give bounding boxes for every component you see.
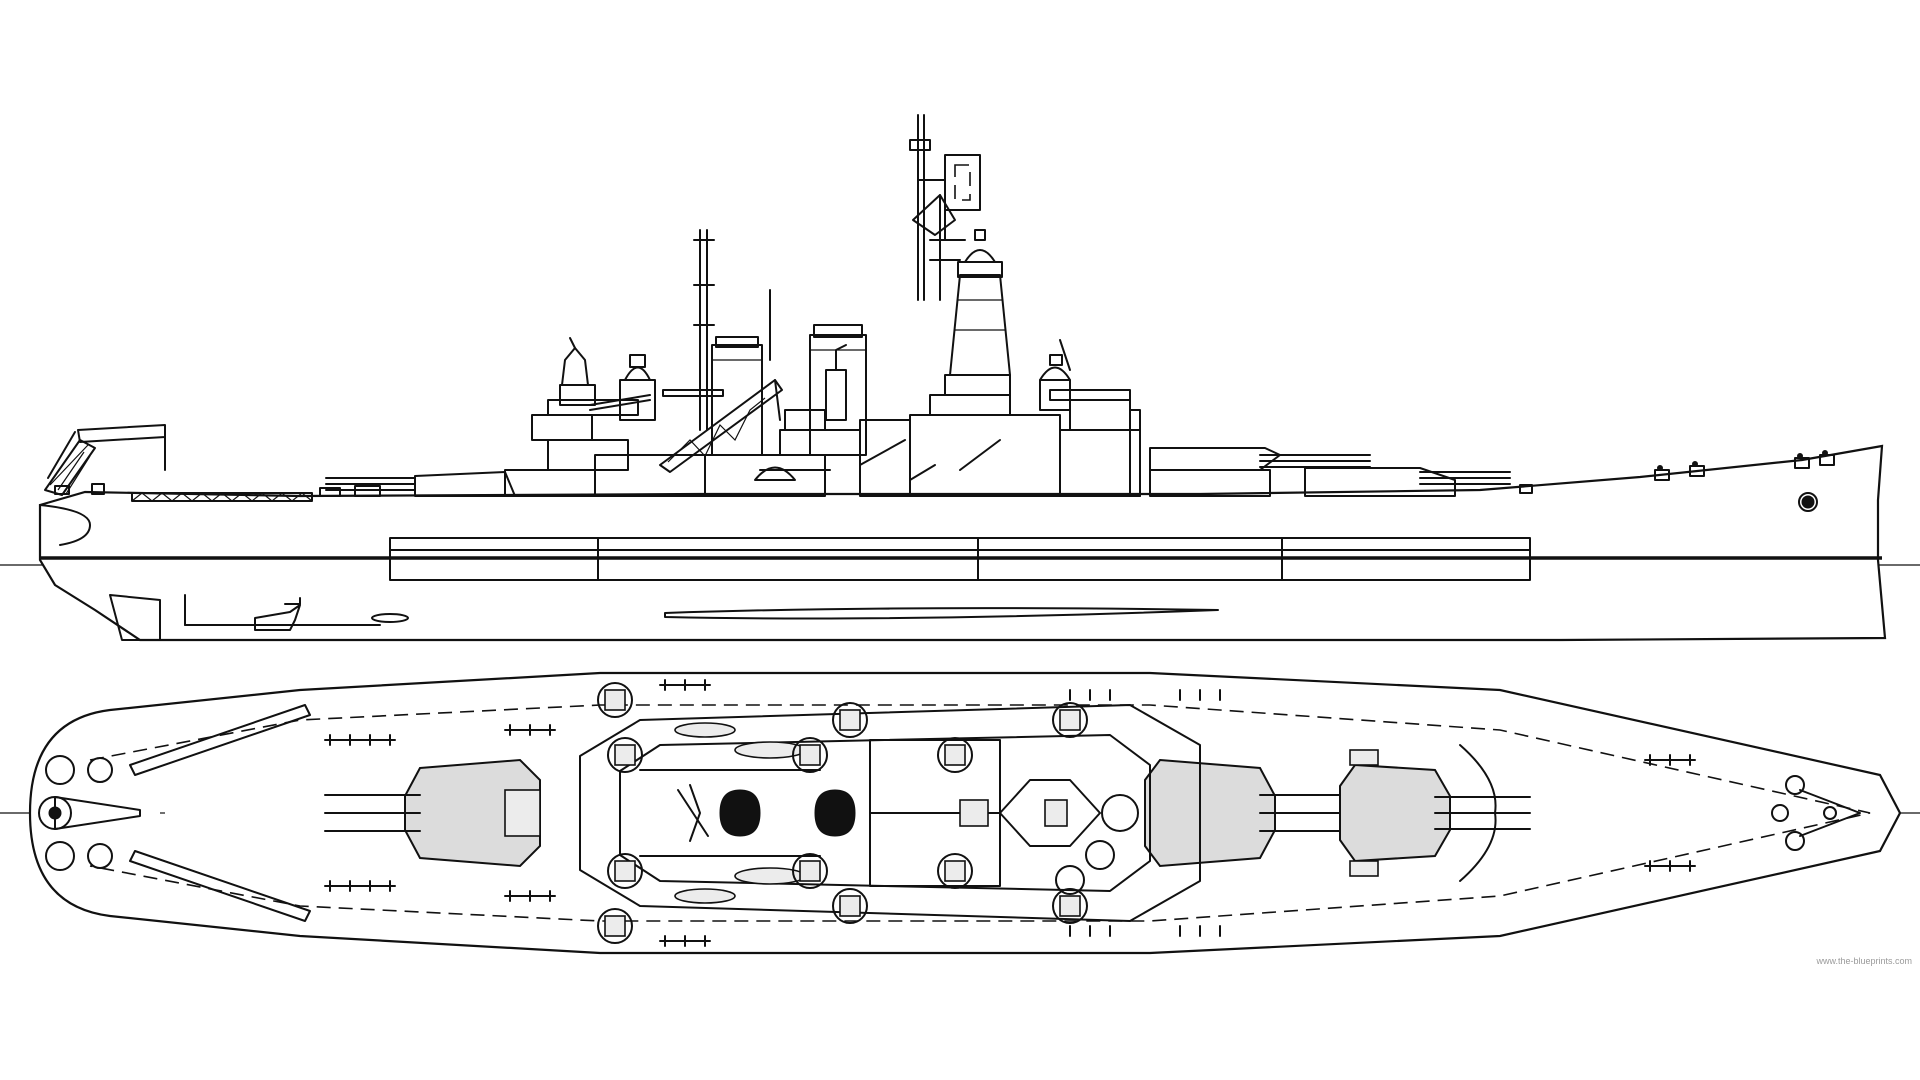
- stern-fittings: [38, 755, 165, 871]
- watermark-text: www.the-blueprints.com: [1816, 956, 1912, 966]
- turret-2-side: [1149, 447, 1371, 497]
- side-profile-view: [0, 114, 1920, 642]
- superstructure-plan: [579, 704, 1201, 922]
- catapult: [131, 492, 313, 502]
- foremast: [909, 114, 981, 301]
- aft-superstructure: [504, 337, 656, 497]
- light-aa-mounts: [324, 679, 1696, 947]
- deck-plan-view: [0, 671, 1920, 955]
- midship-deckhouses: [594, 409, 911, 497]
- aft-funnel: [711, 289, 771, 456]
- boat-crane: [659, 379, 783, 473]
- bridge-superstructure: [909, 229, 1141, 497]
- turret-2-plan: [1144, 758, 1351, 868]
- catapults-plan: [129, 704, 311, 922]
- forward-funnel: [809, 324, 867, 456]
- rudder: [109, 594, 161, 641]
- side-hull: [38, 444, 1887, 642]
- turret-1-side: [1304, 467, 1511, 497]
- armor-belt: [389, 537, 1531, 581]
- bow-fittings: [1771, 775, 1861, 851]
- hawse-hole: [1801, 495, 1815, 509]
- forward-director: [1039, 339, 1071, 411]
- secondary-mounts: [597, 682, 1115, 944]
- turret-3-plan: [324, 758, 541, 868]
- turret-1-plan: [1339, 744, 1531, 882]
